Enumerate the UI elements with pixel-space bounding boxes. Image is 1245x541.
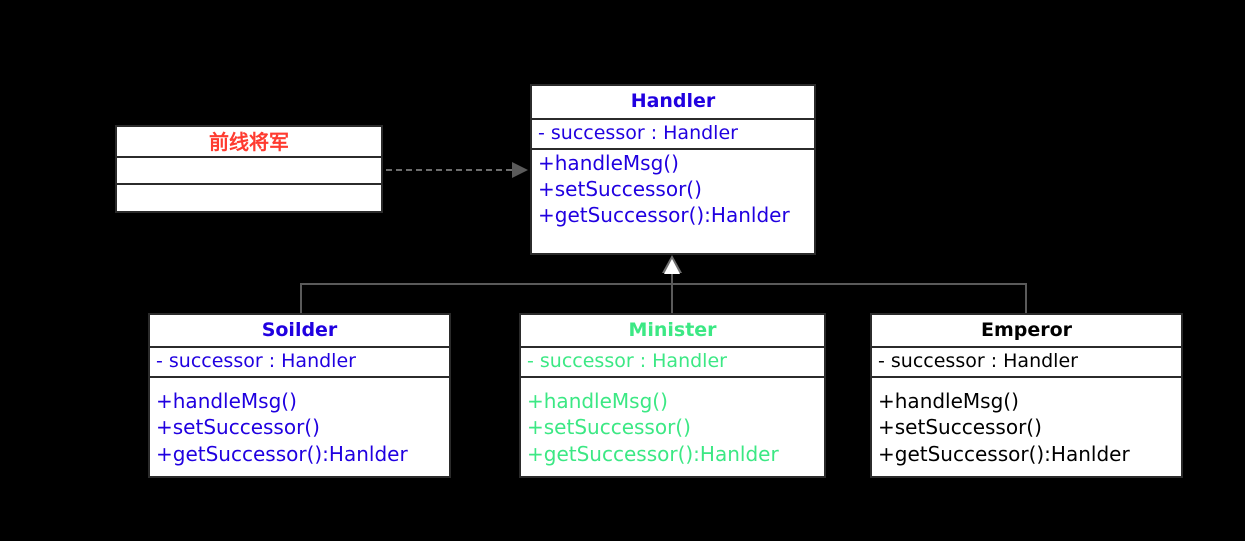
dependency-connector-general-handler (386, 169, 512, 171)
class-separator (872, 346, 1181, 348)
class-title-general: 前线将军 (209, 130, 289, 154)
class-box-general[interactable]: 前线将军 (115, 125, 383, 213)
class-operation: +handleMsg() (156, 389, 297, 414)
class-title-minister: Minister (628, 319, 717, 341)
class-operations-minister: +handleMsg() +setSuccessor() +getSuccess… (521, 378, 824, 476)
class-box-emperor[interactable]: Emperor - successor : Handler +handleMsg… (870, 313, 1183, 478)
generalization-branch-emperor (1025, 283, 1027, 313)
class-attributes-minister: - successor : Handler (521, 348, 824, 376)
class-operation: +getSuccessor():Hanlder (538, 202, 790, 227)
class-operations-general (117, 185, 381, 211)
class-attributes-soilder: - successor : Handler (150, 348, 449, 376)
class-operation: +getSuccessor():Hanlder (527, 441, 779, 466)
class-operation: +setSuccessor() (538, 177, 702, 202)
class-attribute: - successor : Handler (538, 122, 738, 144)
class-attributes-emperor: - successor : Handler (872, 348, 1181, 376)
class-title-soilder: Soilder (261, 319, 338, 341)
class-box-handler[interactable]: Handler - successor : Handler +handleMsg… (530, 84, 816, 255)
class-separator (150, 376, 449, 379)
class-box-soilder[interactable]: Soilder - successor : Handler +handleMsg… (148, 313, 451, 478)
class-operation: +setSuccessor() (527, 415, 691, 440)
class-separator (532, 118, 814, 120)
generalization-branch-soilder (300, 283, 302, 313)
class-attribute: - successor : Handler (878, 350, 1078, 372)
class-separator (117, 156, 381, 158)
class-separator (521, 376, 824, 379)
class-box-minister[interactable]: Minister - successor : Handler +handleMs… (519, 313, 826, 478)
class-operations-emperor: +handleMsg() +setSuccessor() +getSuccess… (872, 378, 1181, 476)
class-separator (872, 376, 1181, 379)
class-title-handler: Handler (630, 90, 716, 112)
class-operations-handler: +handleMsg() +setSuccessor() +getSuccess… (532, 150, 814, 253)
class-title-emperor: Emperor (980, 319, 1073, 341)
generalization-branch-minister (671, 283, 673, 313)
class-attribute: - successor : Handler (527, 350, 727, 372)
class-separator (150, 346, 449, 348)
class-attributes-handler: - successor : Handler (532, 120, 814, 148)
class-operation: +setSuccessor() (156, 415, 320, 440)
class-operation: +getSuccessor():Hanlder (878, 441, 1130, 466)
class-separator (521, 346, 824, 348)
class-attributes-general (117, 158, 381, 183)
class-operations-soilder: +handleMsg() +setSuccessor() +getSuccess… (150, 378, 449, 476)
class-attribute: - successor : Handler (156, 350, 356, 372)
generalization-bus (300, 283, 1027, 285)
class-operation: +getSuccessor():Hanlder (156, 441, 408, 466)
class-operation: +handleMsg() (878, 389, 1019, 414)
class-operation: +handleMsg() (527, 389, 668, 414)
class-separator (117, 183, 381, 186)
class-separator (532, 148, 814, 151)
class-operation: +setSuccessor() (878, 415, 1042, 440)
generalization-arrowhead-icon (664, 259, 680, 274)
dependency-arrowhead-icon (512, 162, 528, 178)
class-operation: +handleMsg() (538, 151, 679, 176)
